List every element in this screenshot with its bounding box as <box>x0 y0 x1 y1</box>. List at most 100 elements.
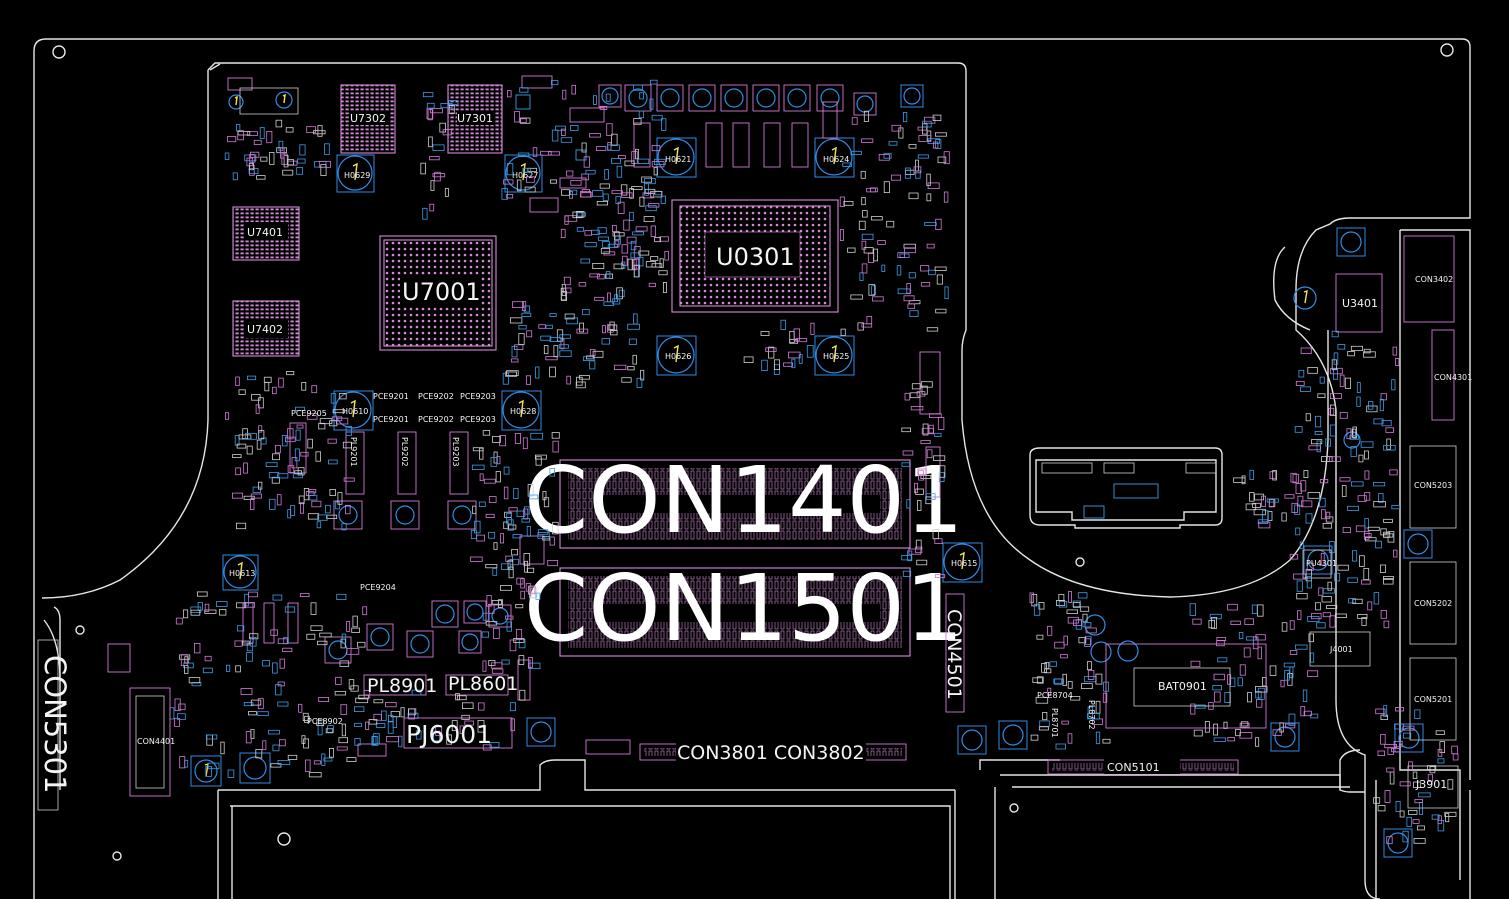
con1401-label: CON1401 <box>524 447 964 554</box>
smd-pad <box>175 617 183 625</box>
smd-pad <box>583 356 595 362</box>
smd-pad <box>520 117 531 124</box>
smd-pad <box>1295 644 1308 650</box>
smd-pad <box>249 154 256 163</box>
connector-con5301[interactable]: CON5301 <box>37 639 72 811</box>
smd-pad <box>297 158 306 164</box>
smd-pad <box>1373 592 1380 605</box>
svg-text:PL8702: PL8702 <box>1087 700 1096 730</box>
battery-bat0901[interactable]: BAT0901 <box>1105 643 1267 729</box>
smd-pad <box>506 370 519 376</box>
smd-pad <box>548 151 560 156</box>
smd-pad <box>535 366 540 379</box>
chip-pu4301[interactable]: PU4301 <box>1302 549 1337 579</box>
mounting-hole-h0613[interactable]: H0613 <box>222 554 259 591</box>
inductor-pl8901[interactable]: PL8901 <box>367 675 437 697</box>
smd-pad <box>872 296 884 302</box>
smd-pad <box>269 498 276 510</box>
smd-pad <box>651 145 661 152</box>
connector-con5203[interactable]: CON5203 <box>1409 445 1457 529</box>
connector-con5202[interactable]: CON5202 <box>1409 561 1457 645</box>
smd-pad <box>277 638 288 645</box>
smd-pad <box>478 702 485 711</box>
smd-pad <box>1444 811 1457 817</box>
mounting-hole-h0627[interactable]: H0627 <box>504 154 543 193</box>
chip-u7402[interactable]: U7402 <box>232 300 300 357</box>
smd-pad <box>1252 636 1259 650</box>
smd-pad <box>916 559 928 566</box>
smd-pad <box>1300 480 1307 492</box>
smd-pad <box>644 188 656 194</box>
smd-pad <box>1060 654 1068 659</box>
h0615-label: H0615 <box>951 559 977 568</box>
connector-con4301[interactable]: CON4301 <box>1431 329 1472 421</box>
smd-pad <box>1253 508 1266 516</box>
smd-pad <box>510 718 515 732</box>
smd-pad <box>365 721 370 730</box>
smd-pad <box>514 111 520 123</box>
smd-pad <box>1349 435 1359 440</box>
smd-pad <box>1395 707 1404 712</box>
mounting-hole-h0615[interactable]: H0615 <box>942 542 983 583</box>
smd-pad <box>1036 676 1044 684</box>
smd-pad <box>1334 572 1341 582</box>
smd-pad <box>650 190 663 198</box>
small-top-parts <box>107 75 941 757</box>
smd-pad <box>660 195 666 204</box>
smd-pad <box>246 643 253 652</box>
connector-con3402[interactable]: CON3402 <box>1403 235 1455 323</box>
connector-con5101[interactable]: CON5101 <box>1047 758 1239 775</box>
mounting-hole-h0628[interactable]: H0628 <box>501 390 542 431</box>
smd-pad <box>236 443 247 449</box>
connector-pj6001[interactable]: PJ6001 <box>403 717 513 749</box>
chip-u7401[interactable]: U7401 <box>232 206 300 261</box>
smd-pad <box>1365 537 1377 542</box>
smd-pad <box>908 272 916 279</box>
connector-con1401[interactable] <box>559 459 911 549</box>
connector-con5201[interactable]: CON5201 <box>1409 657 1457 741</box>
smd-pad <box>318 697 330 703</box>
smd-pad <box>632 231 644 236</box>
smd-pad <box>911 383 921 390</box>
smd-pad <box>306 633 316 640</box>
smd-pad <box>1224 692 1231 703</box>
smd-pad <box>461 702 474 709</box>
smd-pad <box>621 377 632 383</box>
chip-con4401[interactable]: CON4401 <box>129 687 175 797</box>
mounting-hole-h0624[interactable]: H0624 <box>814 137 855 178</box>
svg-text:CON5202: CON5202 <box>1414 599 1452 608</box>
connector-j4001[interactable]: J4001 <box>1309 631 1371 667</box>
smd-pad <box>1359 555 1365 567</box>
chip-u3401[interactable]: U3401 <box>1335 273 1383 333</box>
smd-pad <box>891 174 902 181</box>
smd-pad <box>868 284 876 296</box>
smd-pad <box>242 640 250 646</box>
smd-pad <box>300 451 309 457</box>
chip-u7001[interactable]: U7001 <box>379 235 497 351</box>
mounting-hole-h0625[interactable]: H0625 <box>814 335 855 376</box>
inductor-pl8601[interactable]: PL8601 <box>448 673 518 695</box>
mounting-hole-h0629[interactable]: H0629 <box>336 154 375 193</box>
connector-con4501[interactable]: CON4501 <box>943 593 965 713</box>
smd-pad <box>603 301 615 306</box>
chip-u7301[interactable]: U7301 <box>447 84 503 154</box>
smd-pad <box>258 425 263 433</box>
smd-pad <box>219 609 227 616</box>
chip-u0301[interactable]: U0301 <box>671 199 839 313</box>
mounting-hole-h0626[interactable]: H0626 <box>656 335 697 376</box>
smd-pad <box>518 655 525 665</box>
smd-pad <box>638 110 645 119</box>
smd-pad <box>543 497 550 508</box>
smd-pad <box>1380 393 1387 401</box>
smd-pad <box>346 621 351 632</box>
connector-con3801-con3802[interactable]: CON3801 CON3802 <box>639 742 907 764</box>
smd-pad <box>1322 588 1335 594</box>
smd-pad <box>904 167 911 179</box>
smd-pad <box>232 454 242 459</box>
connector-j3901[interactable]: J3901 <box>1407 765 1459 809</box>
smd-pad <box>1315 602 1321 611</box>
chip-u7302[interactable]: U7302 <box>340 84 396 154</box>
connector-con1501[interactable] <box>559 567 911 657</box>
mounting-hole-h0621[interactable]: H0621 <box>656 137 697 178</box>
smd-pad <box>558 344 569 349</box>
